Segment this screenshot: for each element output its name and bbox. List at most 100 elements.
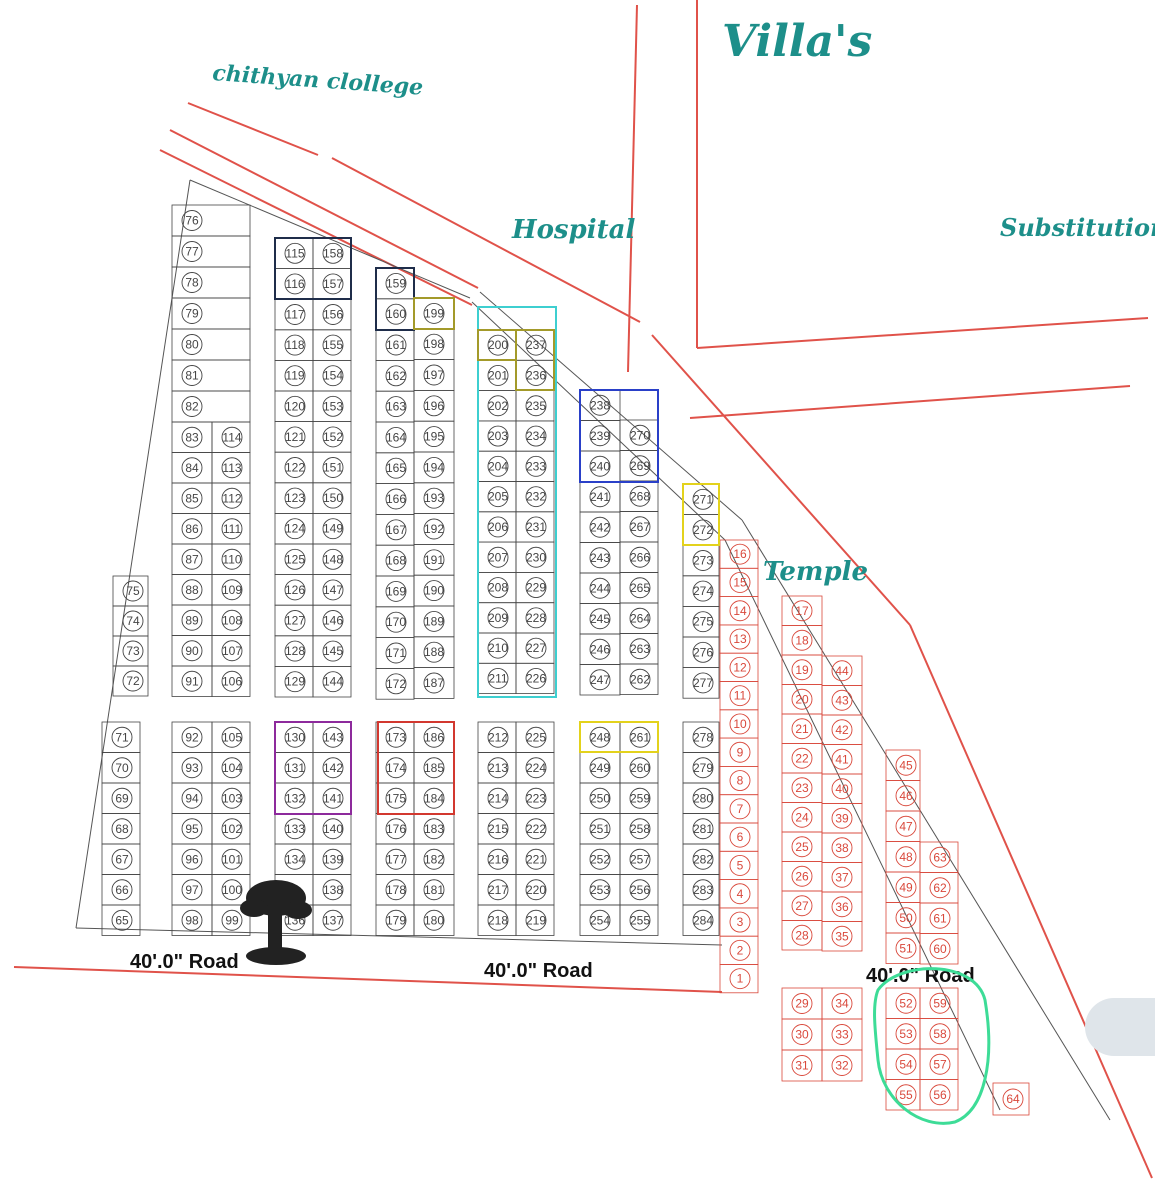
plot-200[interactable]: 200 [477,329,517,361]
plot-283[interactable]: 283 [682,874,720,906]
plot-101[interactable]: 101 [211,843,251,875]
plot-153[interactable]: 153 [312,390,352,423]
plot-25[interactable]: 25 [781,831,823,862]
plot-148[interactable]: 148 [312,543,352,576]
plot-88[interactable]: 88 [171,574,213,606]
plot-188[interactable]: 188 [413,636,455,668]
plot-49[interactable]: 49 [885,871,921,903]
plot-154[interactable]: 154 [312,359,352,392]
plot-105[interactable]: 105 [211,721,251,753]
plot-108[interactable]: 108 [211,604,251,636]
plot-122[interactable]: 122 [274,451,314,484]
plot-245[interactable]: 245 [579,603,621,635]
plot-240[interactable]: 240 [579,450,621,482]
plot-46[interactable]: 46 [885,780,921,812]
plot-238[interactable]: 238 [579,389,621,421]
plot-215[interactable]: 215 [477,813,517,845]
plot-115[interactable]: 115 [274,237,314,270]
plot-45[interactable]: 45 [885,749,921,781]
plot-170[interactable]: 170 [375,606,415,638]
plot-23[interactable]: 23 [781,772,823,803]
plot-54[interactable]: 54 [885,1048,921,1080]
plot-222[interactable]: 222 [515,813,555,845]
plot-247[interactable]: 247 [579,664,621,696]
plot-177[interactable]: 177 [375,843,415,875]
plot-232[interactable]: 232 [515,481,555,513]
plot-162[interactable]: 162 [375,359,415,392]
plot-61[interactable]: 61 [919,902,959,934]
plot-176[interactable]: 176 [375,813,415,845]
plot-249[interactable]: 249 [579,752,621,784]
plot-72[interactable]: 72 [112,665,149,697]
plot-229[interactable]: 229 [515,572,555,604]
plot-78[interactable]: 78 [171,266,251,299]
plot-260[interactable]: 260 [619,752,659,784]
plot-85[interactable]: 85 [171,482,213,514]
plot-57[interactable]: 57 [919,1048,959,1080]
plot-166[interactable]: 166 [375,483,415,515]
plot-24[interactable]: 24 [781,802,823,833]
plot-97[interactable]: 97 [171,874,213,906]
plot-258[interactable]: 258 [619,813,659,845]
plot-182[interactable]: 182 [413,843,455,875]
plot-87[interactable]: 87 [171,543,213,575]
plot-272[interactable]: 272 [682,514,720,546]
plot-160[interactable]: 160 [375,298,415,330]
plot-26[interactable]: 26 [781,861,823,892]
plot-216[interactable]: 216 [477,843,517,875]
plot-236[interactable]: 236 [515,359,555,391]
plot-63[interactable]: 63 [919,841,959,873]
plot-214[interactable]: 214 [477,782,517,814]
plot-137[interactable]: 137 [312,904,352,936]
plot-31[interactable]: 31 [781,1049,823,1082]
plot-264[interactable]: 264 [619,602,659,634]
plot-205[interactable]: 205 [477,481,517,513]
plot-8[interactable]: 8 [719,766,759,796]
plot-128[interactable]: 128 [274,635,314,667]
plot-209[interactable]: 209 [477,602,517,634]
plot-79[interactable]: 79 [171,297,251,330]
plot-268[interactable]: 268 [619,480,659,512]
plot-228[interactable]: 228 [515,602,555,634]
plot-68[interactable]: 68 [101,813,141,845]
plot-43[interactable]: 43 [821,685,863,716]
plot-80[interactable]: 80 [171,328,251,361]
plot-274[interactable]: 274 [682,575,720,607]
plot-32[interactable]: 32 [821,1049,863,1082]
plot-252[interactable]: 252 [579,843,621,875]
plot-217[interactable]: 217 [477,874,517,906]
plot-150[interactable]: 150 [312,482,352,514]
plot-16[interactable]: 16 [719,539,759,569]
plot-39[interactable]: 39 [821,803,863,834]
plot-261[interactable]: 261 [619,721,659,753]
plot-141[interactable]: 141 [312,782,352,814]
plot-253[interactable]: 253 [579,874,621,906]
plot-69[interactable]: 69 [101,782,141,814]
plot-183[interactable]: 183 [413,813,455,845]
plot-172[interactable]: 172 [375,668,415,700]
plot-221[interactable]: 221 [515,843,555,875]
plot-219[interactable]: 219 [515,904,555,936]
plot-117[interactable]: 117 [274,298,314,331]
plot-120[interactable]: 120 [274,390,314,423]
plot-60[interactable]: 60 [919,933,959,965]
plot-27[interactable]: 27 [781,890,823,921]
plot-106[interactable]: 106 [211,665,251,697]
plot-96[interactable]: 96 [171,843,213,875]
plot-129[interactable]: 129 [274,666,314,698]
plot-210[interactable]: 210 [477,632,517,664]
plot-10[interactable]: 10 [719,709,759,739]
plot-71[interactable]: 71 [101,721,141,753]
plot-213[interactable]: 213 [477,752,517,784]
plot-50[interactable]: 50 [885,902,921,934]
plot-130[interactable]: 130 [274,721,314,753]
plot-107[interactable]: 107 [211,635,251,667]
plot-142[interactable]: 142 [312,752,352,784]
plot-151[interactable]: 151 [312,451,352,484]
plot-280[interactable]: 280 [682,782,720,814]
plot-171[interactable]: 171 [375,637,415,669]
plot-206[interactable]: 206 [477,511,517,543]
plot-281[interactable]: 281 [682,813,720,845]
plot-233[interactable]: 233 [515,450,555,482]
plot-278[interactable]: 278 [682,721,720,753]
